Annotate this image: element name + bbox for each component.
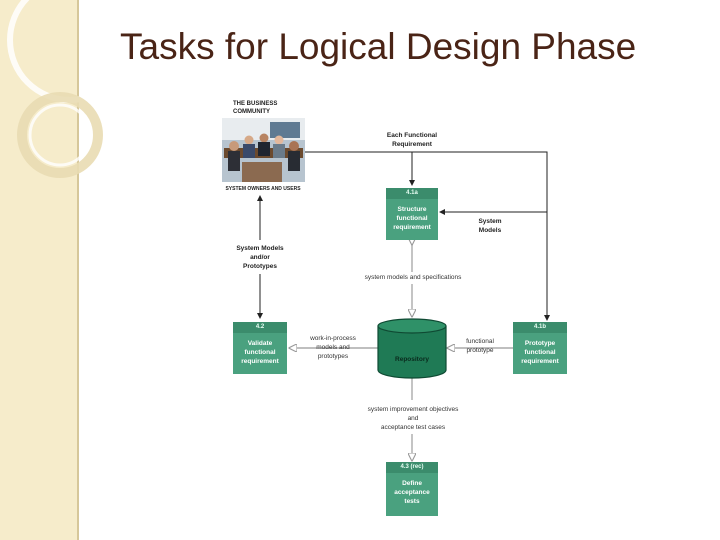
- slide-title: Tasks for Logical Design Phase: [120, 26, 637, 67]
- prototype-requirement-box: 4.1b Prototype functional requirement: [513, 322, 567, 374]
- improvement-objectives-label: system improvement objectives and accept…: [367, 406, 459, 431]
- structure-box-number: 4.1a: [406, 190, 418, 196]
- structure-box-label: Structure functional requirement: [393, 206, 431, 231]
- prototype-box-label: Prototype functional requirement: [521, 340, 559, 365]
- repository-cylinder: [377, 318, 447, 379]
- models-specs-label: system models and specifications: [364, 274, 462, 281]
- system-owners-caption: SYSTEM OWNERS AND USERS: [225, 186, 301, 192]
- business-community-label: THE BUSINESS COMMUNITY: [233, 101, 278, 115]
- work-in-process-label: work-in-process models and prototypes: [310, 335, 356, 360]
- side-band-divider: [77, 0, 79, 540]
- validate-box-number: 4.2: [255, 324, 265, 330]
- prototype-box-number: 4.1b: [533, 324, 546, 330]
- validate-box-label: Validate functional requirement: [241, 340, 279, 365]
- functional-prototype-label: functional prototype: [466, 338, 494, 354]
- top-input-label: Each Functional Requirement: [386, 132, 438, 148]
- validate-requirement-box: 4.2 Validate functional requirement: [233, 322, 287, 374]
- system-models-left-label: System Models and/or Prototypes: [236, 245, 284, 270]
- structure-requirement-box: 4.1a Structure functional requirement: [386, 188, 438, 240]
- define-box-number: 4.3 (rec): [400, 464, 424, 470]
- decorative-circles: [7, 0, 120, 178]
- system-models-right-label: System Models: [478, 218, 502, 234]
- define-tests-box: 4.3 (rec) Define acceptance tests: [386, 462, 438, 516]
- define-box-label: Define acceptance tests: [394, 480, 430, 505]
- business-meeting-photo: [222, 118, 305, 182]
- repository-label: Repository: [395, 356, 429, 363]
